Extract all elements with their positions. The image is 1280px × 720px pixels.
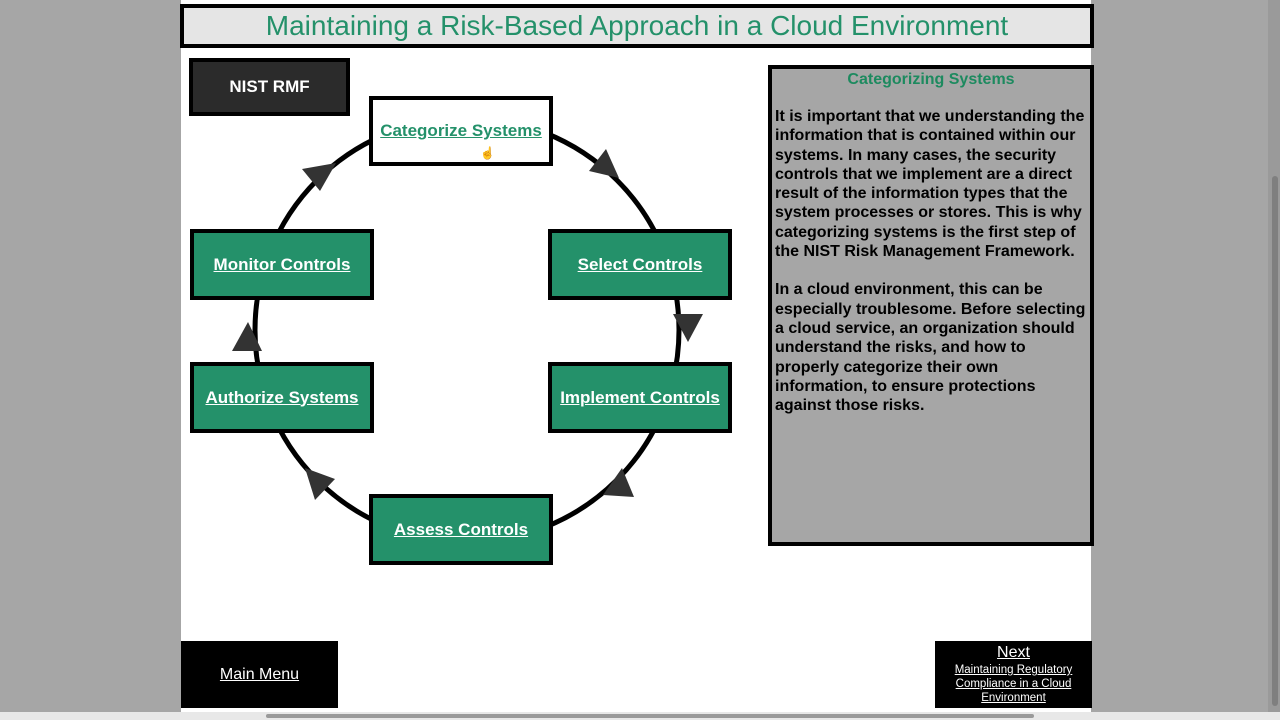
page-title: Maintaining a Risk-Based Approach in a C… (265, 10, 1009, 41)
vertical-scroll-thumb[interactable] (1272, 176, 1278, 706)
rmf-label: NIST RMF (189, 58, 350, 116)
next-subtitle: Maintaining Regulatory Compliance in a C… (954, 664, 1073, 704)
hand-pointer-icon: ☝ (480, 146, 495, 160)
step-monitor-controls[interactable]: Monitor Controls (190, 229, 374, 300)
next-label: Next (997, 644, 1030, 661)
main-menu-button[interactable]: Main Menu (181, 641, 338, 708)
step-categorize-systems[interactable]: Categorize Systems (369, 96, 553, 166)
step-select-controls[interactable]: Select Controls (548, 229, 732, 300)
step-authorize-systems[interactable]: Authorize Systems (190, 362, 374, 433)
info-paragraph: In a cloud environment, this can be espe… (775, 281, 1086, 415)
step-implement-controls[interactable]: Implement Controls (548, 362, 732, 433)
info-title: Categorizing Systems (847, 71, 1015, 88)
info-panel: Categorizing Systems It is important tha… (768, 65, 1094, 546)
next-button[interactable]: Next Maintaining Regulatory Compliance i… (935, 641, 1092, 708)
horizontal-scroll-thumb[interactable] (266, 714, 1034, 718)
info-paragraph: It is important that we understanding th… (775, 108, 1085, 261)
title-bar: Maintaining a Risk-Based Approach in a C… (180, 4, 1094, 48)
step-assess-controls[interactable]: Assess Controls (369, 494, 553, 565)
